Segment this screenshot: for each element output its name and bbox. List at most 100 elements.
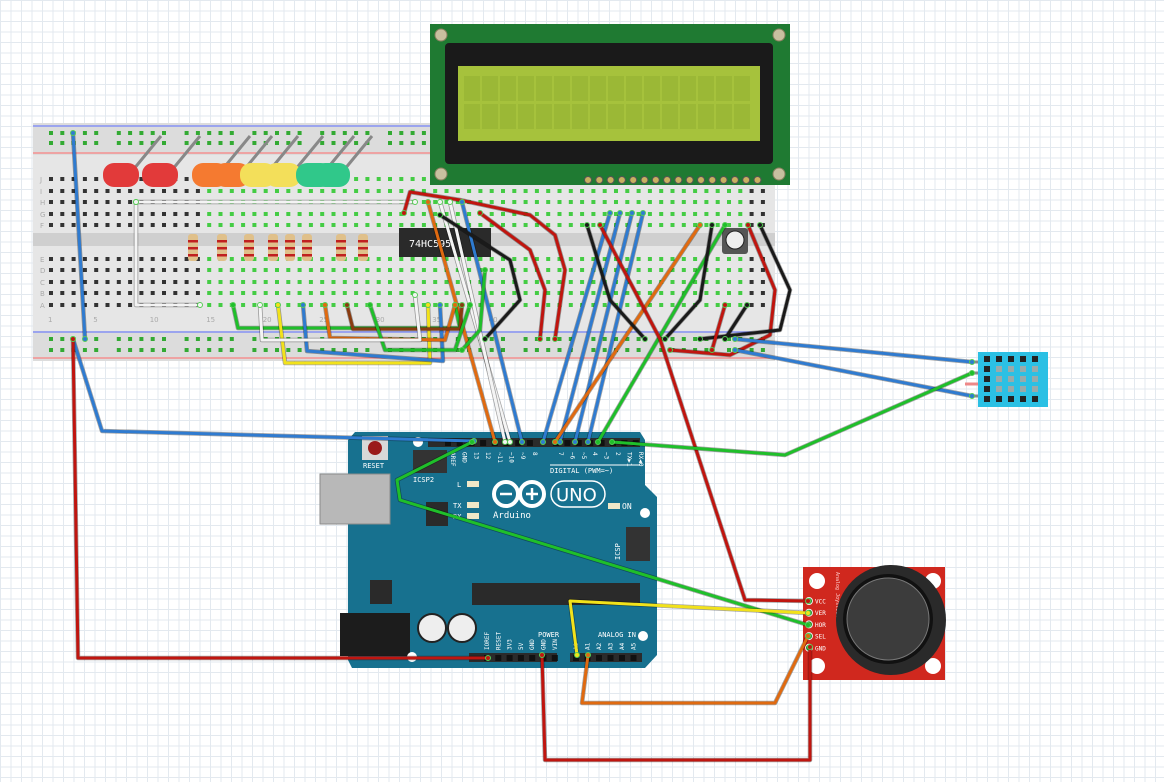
breadboard-hole[interactable] [49, 223, 53, 227]
breadboard-hole[interactable] [286, 280, 291, 284]
rail-hole[interactable] [49, 141, 53, 145]
breadboard-hole[interactable] [128, 291, 133, 295]
breadboard-hole[interactable] [478, 303, 483, 307]
rail-hole[interactable] [681, 337, 686, 341]
wire-end[interactable] [722, 336, 728, 342]
breadboard-hole[interactable] [399, 189, 404, 193]
breadboard-hole[interactable] [173, 268, 178, 272]
breadboard-hole[interactable] [365, 291, 370, 295]
breadboard-hole[interactable] [636, 280, 641, 284]
breadboard-hole[interactable] [704, 268, 709, 272]
breadboard-hole[interactable] [421, 200, 426, 204]
breadboard-hole[interactable] [354, 223, 359, 227]
power-pin-socket[interactable] [506, 655, 513, 661]
breadboard-hole[interactable] [297, 257, 302, 261]
breadboard-hole[interactable] [512, 268, 517, 272]
breadboard-hole[interactable] [580, 291, 585, 295]
breadboard-hole[interactable] [715, 257, 720, 261]
breadboard-hole[interactable] [376, 303, 381, 307]
breadboard-hole[interactable] [241, 303, 246, 307]
breadboard-hole[interactable] [501, 189, 505, 193]
breadboard-hole[interactable] [591, 200, 596, 204]
breadboard-hole[interactable] [128, 257, 133, 261]
breadboard-hole[interactable] [184, 177, 189, 181]
breadboard-hole[interactable] [738, 200, 743, 204]
breadboard-hole[interactable] [252, 212, 257, 216]
wire-end[interactable] [425, 199, 431, 205]
breadboard-hole[interactable] [184, 291, 189, 295]
rail-hole[interactable] [557, 337, 562, 341]
breadboard-hole[interactable] [128, 200, 133, 204]
rail-hole[interactable] [60, 337, 65, 341]
breadboard-hole[interactable] [116, 212, 121, 216]
breadboard-hole[interactable] [308, 189, 313, 193]
breadboard-hole[interactable] [60, 257, 65, 261]
rail-hole[interactable] [342, 348, 347, 352]
breadboard-hole[interactable] [760, 189, 765, 193]
breadboard-hole[interactable] [659, 291, 664, 295]
breadboard-hole[interactable] [354, 257, 359, 261]
breadboard-hole[interactable] [647, 280, 652, 284]
breadboard-hole[interactable] [693, 212, 698, 216]
breadboard-hole[interactable] [693, 280, 698, 284]
breadboard-hole[interactable] [116, 291, 121, 295]
breadboard-hole[interactable] [116, 268, 121, 272]
wire-end[interactable] [709, 347, 715, 353]
breadboard-hole[interactable] [71, 291, 76, 295]
rail-hole[interactable] [207, 348, 212, 352]
rail-hole[interactable] [229, 337, 234, 341]
breadboard-hole[interactable] [388, 257, 392, 261]
breadboard-hole[interactable] [546, 257, 551, 261]
breadboard-hole[interactable] [602, 303, 607, 307]
wire-blue[interactable] [71, 131, 87, 341]
breadboard-hole[interactable] [738, 257, 743, 261]
breadboard-hole[interactable] [512, 223, 517, 227]
wire-end[interactable] [805, 633, 811, 639]
wire-end[interactable] [459, 347, 465, 353]
digital-pin-socket[interactable] [515, 440, 522, 446]
breadboard-hole[interactable] [670, 291, 675, 295]
breadboard-hole[interactable] [320, 280, 325, 284]
wire-end[interactable] [969, 370, 975, 376]
wire-end[interactable] [469, 439, 475, 445]
analog-pin-socket[interactable] [607, 655, 614, 661]
breadboard-hole[interactable] [523, 189, 528, 193]
rail-hole[interactable] [455, 348, 460, 352]
breadboard-hole[interactable] [105, 212, 110, 216]
breadboard-hole[interactable] [489, 257, 494, 261]
breadboard-hole[interactable] [478, 280, 483, 284]
breadboard-hole[interactable] [523, 303, 528, 307]
breadboard-hole[interactable] [749, 268, 754, 272]
breadboard-hole[interactable] [693, 189, 698, 193]
breadboard-hole[interactable] [82, 177, 87, 181]
breadboard-hole[interactable] [139, 291, 144, 295]
breadboard-hole[interactable] [523, 280, 528, 284]
breadboard-hole[interactable] [410, 223, 415, 227]
breadboard-hole[interactable] [568, 200, 573, 204]
breadboard-hole[interactable] [534, 303, 539, 307]
breadboard-hole[interactable] [659, 257, 664, 261]
breadboard-hole[interactable] [433, 280, 438, 284]
breadboard-hole[interactable] [286, 291, 291, 295]
breadboard-hole[interactable] [749, 212, 754, 216]
breadboard-hole[interactable] [546, 268, 551, 272]
breadboard-hole[interactable] [320, 291, 325, 295]
breadboard-hole[interactable] [173, 223, 178, 227]
rail-hole[interactable] [195, 141, 200, 145]
breadboard-hole[interactable] [399, 177, 404, 181]
breadboard-hole[interactable] [94, 268, 99, 272]
breadboard-hole[interactable] [580, 200, 585, 204]
wire-end[interactable] [540, 439, 546, 445]
breadboard-hole[interactable] [602, 291, 607, 295]
breadboard-hole[interactable] [388, 291, 392, 295]
breadboard-hole[interactable] [399, 257, 404, 261]
breadboard-hole[interactable] [49, 280, 53, 284]
breadboard-hole[interactable] [286, 303, 291, 307]
breadboard-hole[interactable] [760, 280, 765, 284]
breadboard-hole[interactable] [523, 200, 528, 204]
wire-red[interactable] [668, 223, 777, 357]
breadboard-hole[interactable] [150, 212, 155, 216]
breadboard-hole[interactable] [354, 268, 359, 272]
breadboard-hole[interactable] [275, 189, 279, 193]
breadboard-hole[interactable] [94, 291, 99, 295]
